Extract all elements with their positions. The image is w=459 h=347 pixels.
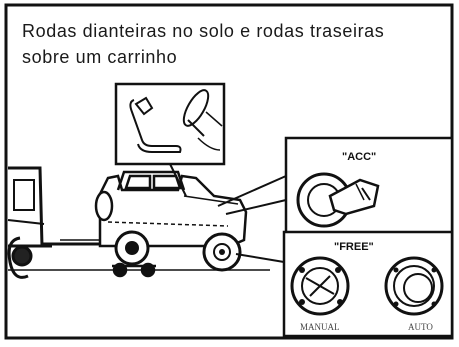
tow-truck <box>7 166 52 279</box>
rear-wheel <box>114 230 150 266</box>
manual-label: MANUAL <box>300 322 340 332</box>
callout-acc <box>217 136 454 236</box>
caption-line-1: Rodas dianteiras no solo e rodas traseir… <box>22 21 385 41</box>
auto-label: AUTO <box>408 322 433 332</box>
free-label: "FREE" <box>334 241 374 253</box>
car <box>94 170 248 248</box>
callout-free <box>235 230 454 338</box>
front-wheel <box>202 232 242 272</box>
caption-line-2: sobre um carrinho <box>22 47 178 67</box>
caption: Rodas dianteiras no solo e rodas traseir… <box>22 18 452 70</box>
callout-steering <box>114 82 226 197</box>
acc-label: "ACC" <box>342 151 376 163</box>
